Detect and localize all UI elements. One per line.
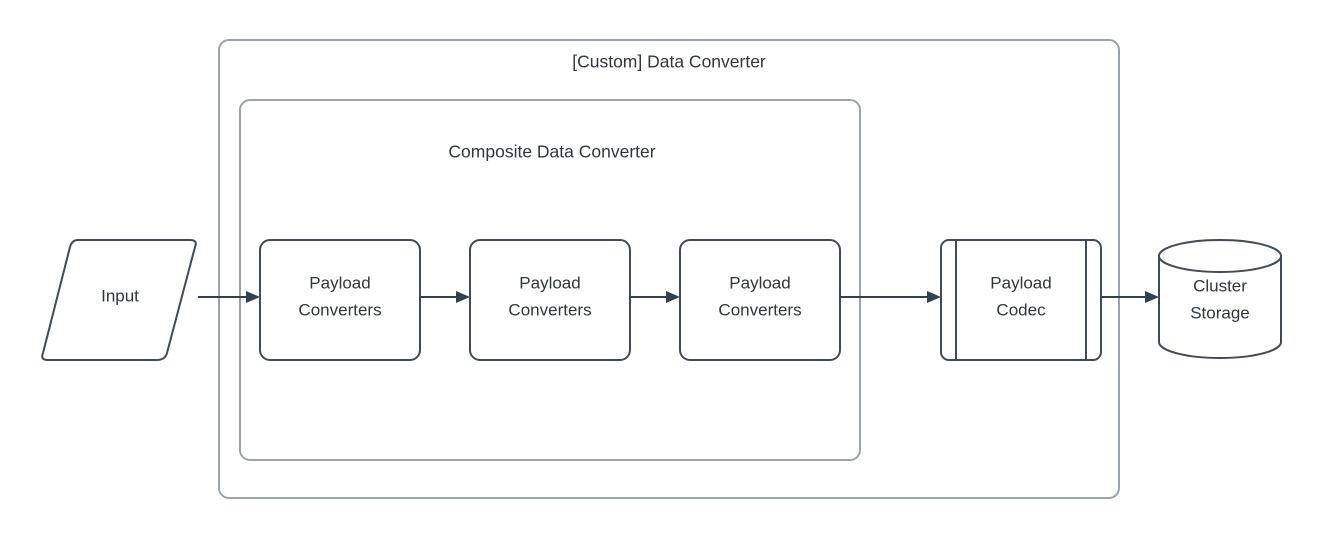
node-input-shape	[41, 239, 197, 361]
edge-payload-converters-2-to-3[interactable]	[630, 291, 680, 303]
node-input[interactable]: Input	[41, 239, 197, 361]
node-payload-converters-1[interactable]: Payload Converters	[259, 239, 421, 361]
node-payload-converters-2-label-line1: Payload	[519, 273, 580, 292]
node-payload-converters-1-shape	[259, 239, 421, 361]
container-custom-data-converter-label: [Custom] Data Converter	[572, 52, 766, 72]
node-payload-codec-label-line1: Payload	[990, 273, 1051, 292]
node-cluster-storage-body	[1158, 255, 1282, 359]
edge-input-to-payload-converters-1[interactable]	[198, 291, 260, 303]
node-payload-converters-2[interactable]: Payload Converters	[469, 239, 631, 361]
edge-payload-converters-3-to-payload-codec-arrowhead	[927, 291, 941, 303]
edge-payload-converters-1-to-2[interactable]	[420, 291, 470, 303]
edge-payload-converters-1-to-2-arrowhead	[456, 291, 470, 303]
edge-payload-converters-2-to-3-arrowhead	[666, 291, 680, 303]
edge-input-to-payload-converters-1-arrowhead	[246, 291, 260, 303]
node-cluster-storage[interactable]: Cluster Storage	[1158, 239, 1282, 359]
node-payload-codec-shape	[940, 239, 1102, 361]
edge-payload-codec-to-cluster-storage[interactable]	[1101, 291, 1159, 303]
node-payload-converters-2-shape	[469, 239, 631, 361]
node-payload-converters-1-label-line1: Payload	[309, 273, 370, 292]
node-payload-codec-label-line2: Codec	[996, 300, 1046, 319]
edge-payload-codec-to-cluster-storage-arrowhead	[1145, 291, 1159, 303]
node-cluster-storage-label-line1: Cluster	[1193, 276, 1247, 295]
node-payload-converters-2-label-line2: Converters	[508, 300, 591, 319]
edge-payload-converters-3-to-payload-codec[interactable]	[840, 291, 941, 303]
node-payload-converters-1-label-line2: Converters	[298, 300, 381, 319]
node-payload-converters-3[interactable]: Payload Converters	[679, 239, 841, 361]
node-payload-converters-3-shape	[679, 239, 841, 361]
node-payload-converters-3-label-line2: Converters	[718, 300, 801, 319]
container-composite-data-converter-label: Composite Data Converter	[448, 142, 655, 162]
node-payload-codec[interactable]: Payload Codec	[940, 239, 1102, 361]
node-payload-converters-3-label-line1: Payload	[729, 273, 790, 292]
node-cluster-storage-label-line2: Storage	[1190, 303, 1250, 322]
node-cluster-storage-top-ellipse	[1158, 239, 1282, 273]
node-input-label: Input	[101, 286, 139, 305]
